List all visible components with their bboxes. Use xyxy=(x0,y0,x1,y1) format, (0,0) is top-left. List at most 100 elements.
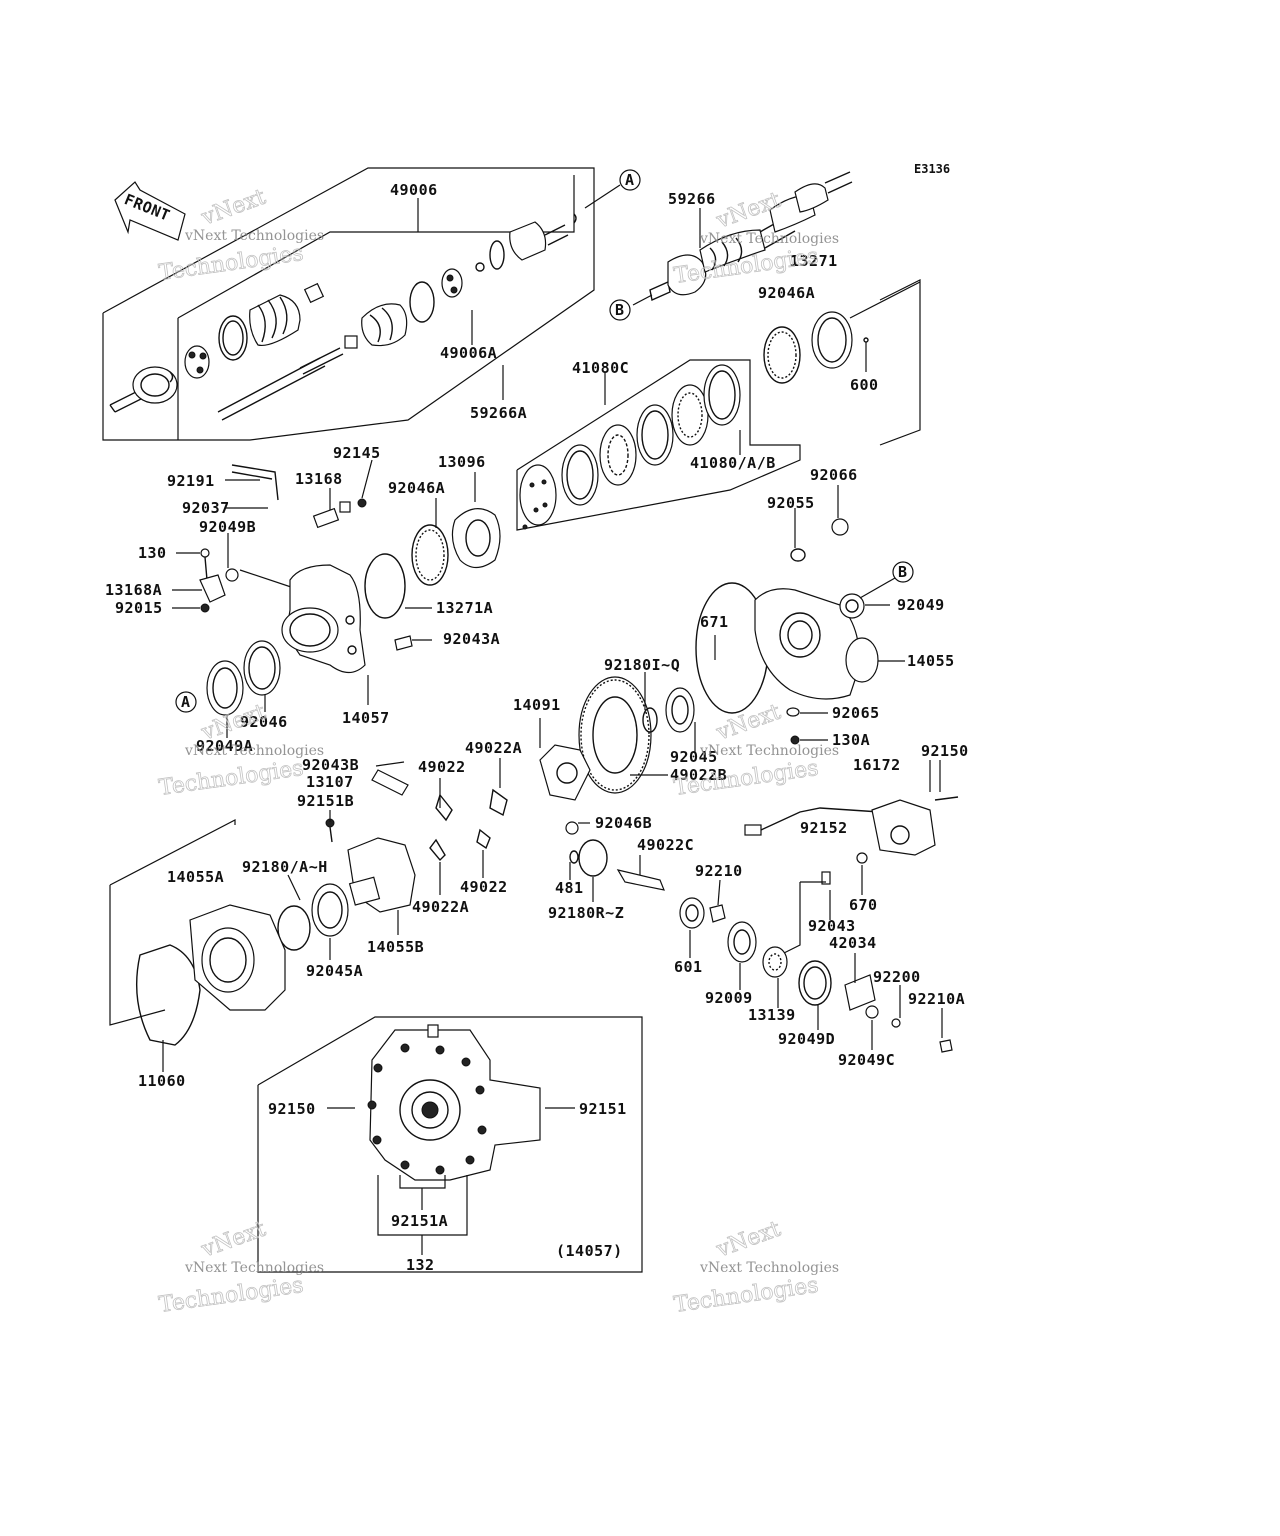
label-14055: 14055 xyxy=(907,652,955,670)
front-housing xyxy=(199,464,501,716)
label-49022b: 49022B xyxy=(670,766,727,784)
label-92151b: 92151B xyxy=(297,792,354,810)
label-130: 130 xyxy=(138,544,167,562)
svg-text:vNext: vNext xyxy=(713,1217,785,1263)
label-13139: 13139 xyxy=(748,1006,796,1024)
marker-a-top: A xyxy=(619,169,641,191)
svg-text:Technologies: Technologies xyxy=(157,756,305,801)
label-14055a: 14055A xyxy=(167,868,224,886)
svg-text:vNext Technologies: vNext Technologies xyxy=(184,1260,324,1276)
label-92049b: 92049B xyxy=(199,518,256,536)
label-92043a: 92043A xyxy=(443,630,500,648)
label-671: 671 xyxy=(700,613,729,631)
axle-assembly xyxy=(649,171,853,301)
label-13168a: 13168A xyxy=(105,581,162,599)
label-13096: 13096 xyxy=(438,453,486,471)
front-arrow-icon: FRONT xyxy=(114,181,186,241)
label-41080c: 41080C xyxy=(572,359,629,377)
label-14057: 14057 xyxy=(342,709,390,727)
label-49006: 49006 xyxy=(390,181,438,199)
marker-b-right: B xyxy=(892,561,914,583)
label-92210: 92210 xyxy=(695,862,743,880)
label-92200: 92200 xyxy=(873,968,921,986)
label-92049c: 92049C xyxy=(838,1051,895,1069)
label-16172: 16172 xyxy=(853,756,901,774)
svg-text:B: B xyxy=(898,563,908,581)
label-92045a: 92045A xyxy=(306,962,363,980)
label-42034: 42034 xyxy=(829,934,877,952)
label-59266: 59266 xyxy=(668,190,716,208)
label-13271: 13271 xyxy=(790,252,838,270)
label-92009: 92009 xyxy=(705,989,753,1007)
part-labels: 49006 49006A 59266A 59266 13271 92046A 6… xyxy=(105,181,969,1274)
svg-text:vNext Technologies: vNext Technologies xyxy=(699,231,839,247)
svg-text:Technologies: Technologies xyxy=(157,1273,305,1318)
leader-lines xyxy=(162,184,943,1255)
label-92152: 92152 xyxy=(800,819,848,837)
label-92180i-q: 92180I~Q xyxy=(604,656,680,674)
label-92151a: 92151A xyxy=(391,1212,448,1230)
rear-housing xyxy=(695,518,879,745)
marker-a-left: A xyxy=(175,691,197,713)
inset-label: (14057) xyxy=(556,1242,623,1260)
actuator-group xyxy=(744,796,959,956)
rear-cover xyxy=(109,819,286,1046)
ring-gear-group xyxy=(277,676,695,951)
label-481: 481 xyxy=(555,879,584,897)
svg-text:A: A xyxy=(181,693,191,711)
pinion-group xyxy=(679,897,953,1053)
label-92145: 92145 xyxy=(333,444,381,462)
label-670: 670 xyxy=(849,896,878,914)
label-11060: 11060 xyxy=(138,1072,186,1090)
label-92150-right: 92150 xyxy=(921,742,969,760)
drive-shaft-group xyxy=(102,167,595,441)
diagram-code: E3136 xyxy=(914,162,950,176)
label-49022a-top: 49022A xyxy=(465,739,522,757)
svg-text:A: A xyxy=(625,171,635,189)
label-92191: 92191 xyxy=(167,472,215,490)
label-92065: 92065 xyxy=(832,704,880,722)
label-92037: 92037 xyxy=(182,499,230,517)
svg-text:vNext Technologies: vNext Technologies xyxy=(184,228,324,244)
label-92046: 92046 xyxy=(240,713,288,731)
label-14055b: 14055B xyxy=(367,938,424,956)
label-92180a-h: 92180/A~H xyxy=(242,858,328,876)
svg-text:Technologies: Technologies xyxy=(672,1273,820,1318)
label-49022-bot: 49022 xyxy=(460,878,508,896)
label-49006a: 49006A xyxy=(440,344,497,362)
svg-text:vNext: vNext xyxy=(198,185,270,231)
label-92210a: 92210A xyxy=(908,990,965,1008)
label-49022-top: 49022 xyxy=(418,758,466,776)
label-92049a: 92049A xyxy=(196,737,253,755)
label-92180r-z: 92180R~Z xyxy=(548,904,624,922)
label-600: 600 xyxy=(850,376,879,394)
label-92066: 92066 xyxy=(810,466,858,484)
label-59266a: 59266A xyxy=(470,404,527,422)
svg-text:Technologies: Technologies xyxy=(157,241,305,286)
svg-text:vNext Technologies: vNext Technologies xyxy=(699,1260,839,1276)
label-92046a-mid: 92046A xyxy=(388,479,445,497)
clutch-rings xyxy=(763,279,921,446)
label-92046b: 92046B xyxy=(595,814,652,832)
clutch-plates xyxy=(516,359,801,531)
label-92055: 92055 xyxy=(767,494,815,512)
label-13271a: 13271A xyxy=(436,599,493,617)
label-92049: 92049 xyxy=(897,596,945,614)
label-92046a-top: 92046A xyxy=(758,284,815,302)
label-130a: 130A xyxy=(832,731,870,749)
label-92049d: 92049D xyxy=(778,1030,835,1048)
label-92045: 92045 xyxy=(670,748,718,766)
label-92043b: 92043B xyxy=(302,756,359,774)
svg-text:vNext Technologies: vNext Technologies xyxy=(699,743,839,759)
label-132: 132 xyxy=(406,1256,435,1274)
label-14091: 14091 xyxy=(513,696,561,714)
label-601: 601 xyxy=(674,958,703,976)
label-41080ab: 41080/A/B xyxy=(690,454,776,472)
label-49022a-bot: 49022A xyxy=(412,898,469,916)
label-92043: 92043 xyxy=(808,917,856,935)
label-13107: 13107 xyxy=(306,773,354,791)
label-49022c: 49022C xyxy=(637,836,694,854)
label-92150-inset: 92150 xyxy=(268,1100,316,1118)
svg-text:vNext Technologies: vNext Technologies xyxy=(184,743,324,759)
